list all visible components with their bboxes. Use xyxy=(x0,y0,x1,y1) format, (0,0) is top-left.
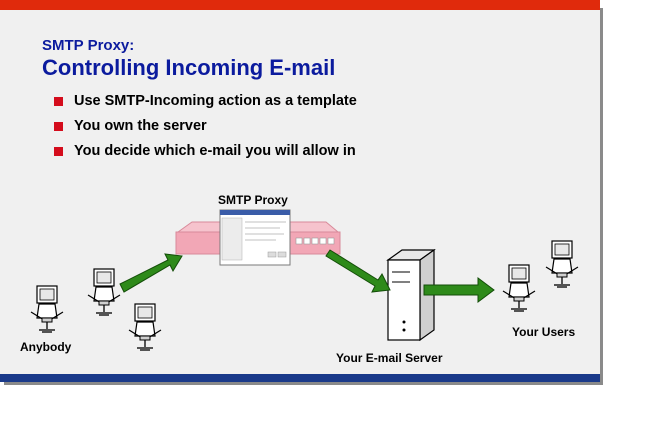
bullet-text: You decide which e-mail you will allow i… xyxy=(74,143,356,159)
smtp-proxy-label: SMTP Proxy xyxy=(218,193,288,207)
network-diagram xyxy=(30,209,579,351)
arrow-icon xyxy=(325,249,391,293)
user-person-icon xyxy=(502,264,536,312)
email-server-label: Your E-mail Server xyxy=(336,351,443,365)
slide-title: Controlling Incoming E-mail xyxy=(42,55,336,80)
bottom-accent-bar xyxy=(0,374,600,382)
bullet-list: Use SMTP-Incoming action as a template Y… xyxy=(52,90,357,165)
arrow-icon xyxy=(119,253,183,293)
bullet-square-icon xyxy=(54,122,63,131)
slide: SMTP Proxy: Controlling Incoming E-mail … xyxy=(0,0,600,382)
top-accent-bar xyxy=(0,0,600,10)
email-server-icon xyxy=(386,248,436,342)
anybody-label: Anybody xyxy=(20,340,72,354)
proxy-config-window-icon xyxy=(219,209,291,266)
bullet-square-icon xyxy=(54,97,63,106)
anybody-person-icon xyxy=(30,285,64,333)
bullet-text: You own the server xyxy=(74,118,207,134)
bullet-item: You own the server xyxy=(52,115,357,140)
slide-shadow xyxy=(600,8,603,384)
bullet-text: Use SMTP-Incoming action as a template xyxy=(74,93,357,109)
bullet-item: Use SMTP-Incoming action as a template xyxy=(52,90,357,115)
user-person-icon xyxy=(545,240,579,288)
your-users-label: Your Users xyxy=(512,325,576,339)
anybody-person-icon xyxy=(128,303,162,351)
slide-shadow xyxy=(4,382,603,385)
arrow-icon xyxy=(423,277,495,303)
bullet-item: You decide which e-mail you will allow i… xyxy=(52,140,357,165)
anybody-person-icon xyxy=(87,268,121,316)
slide-subtitle: SMTP Proxy: xyxy=(42,37,135,54)
bullet-square-icon xyxy=(54,147,63,156)
